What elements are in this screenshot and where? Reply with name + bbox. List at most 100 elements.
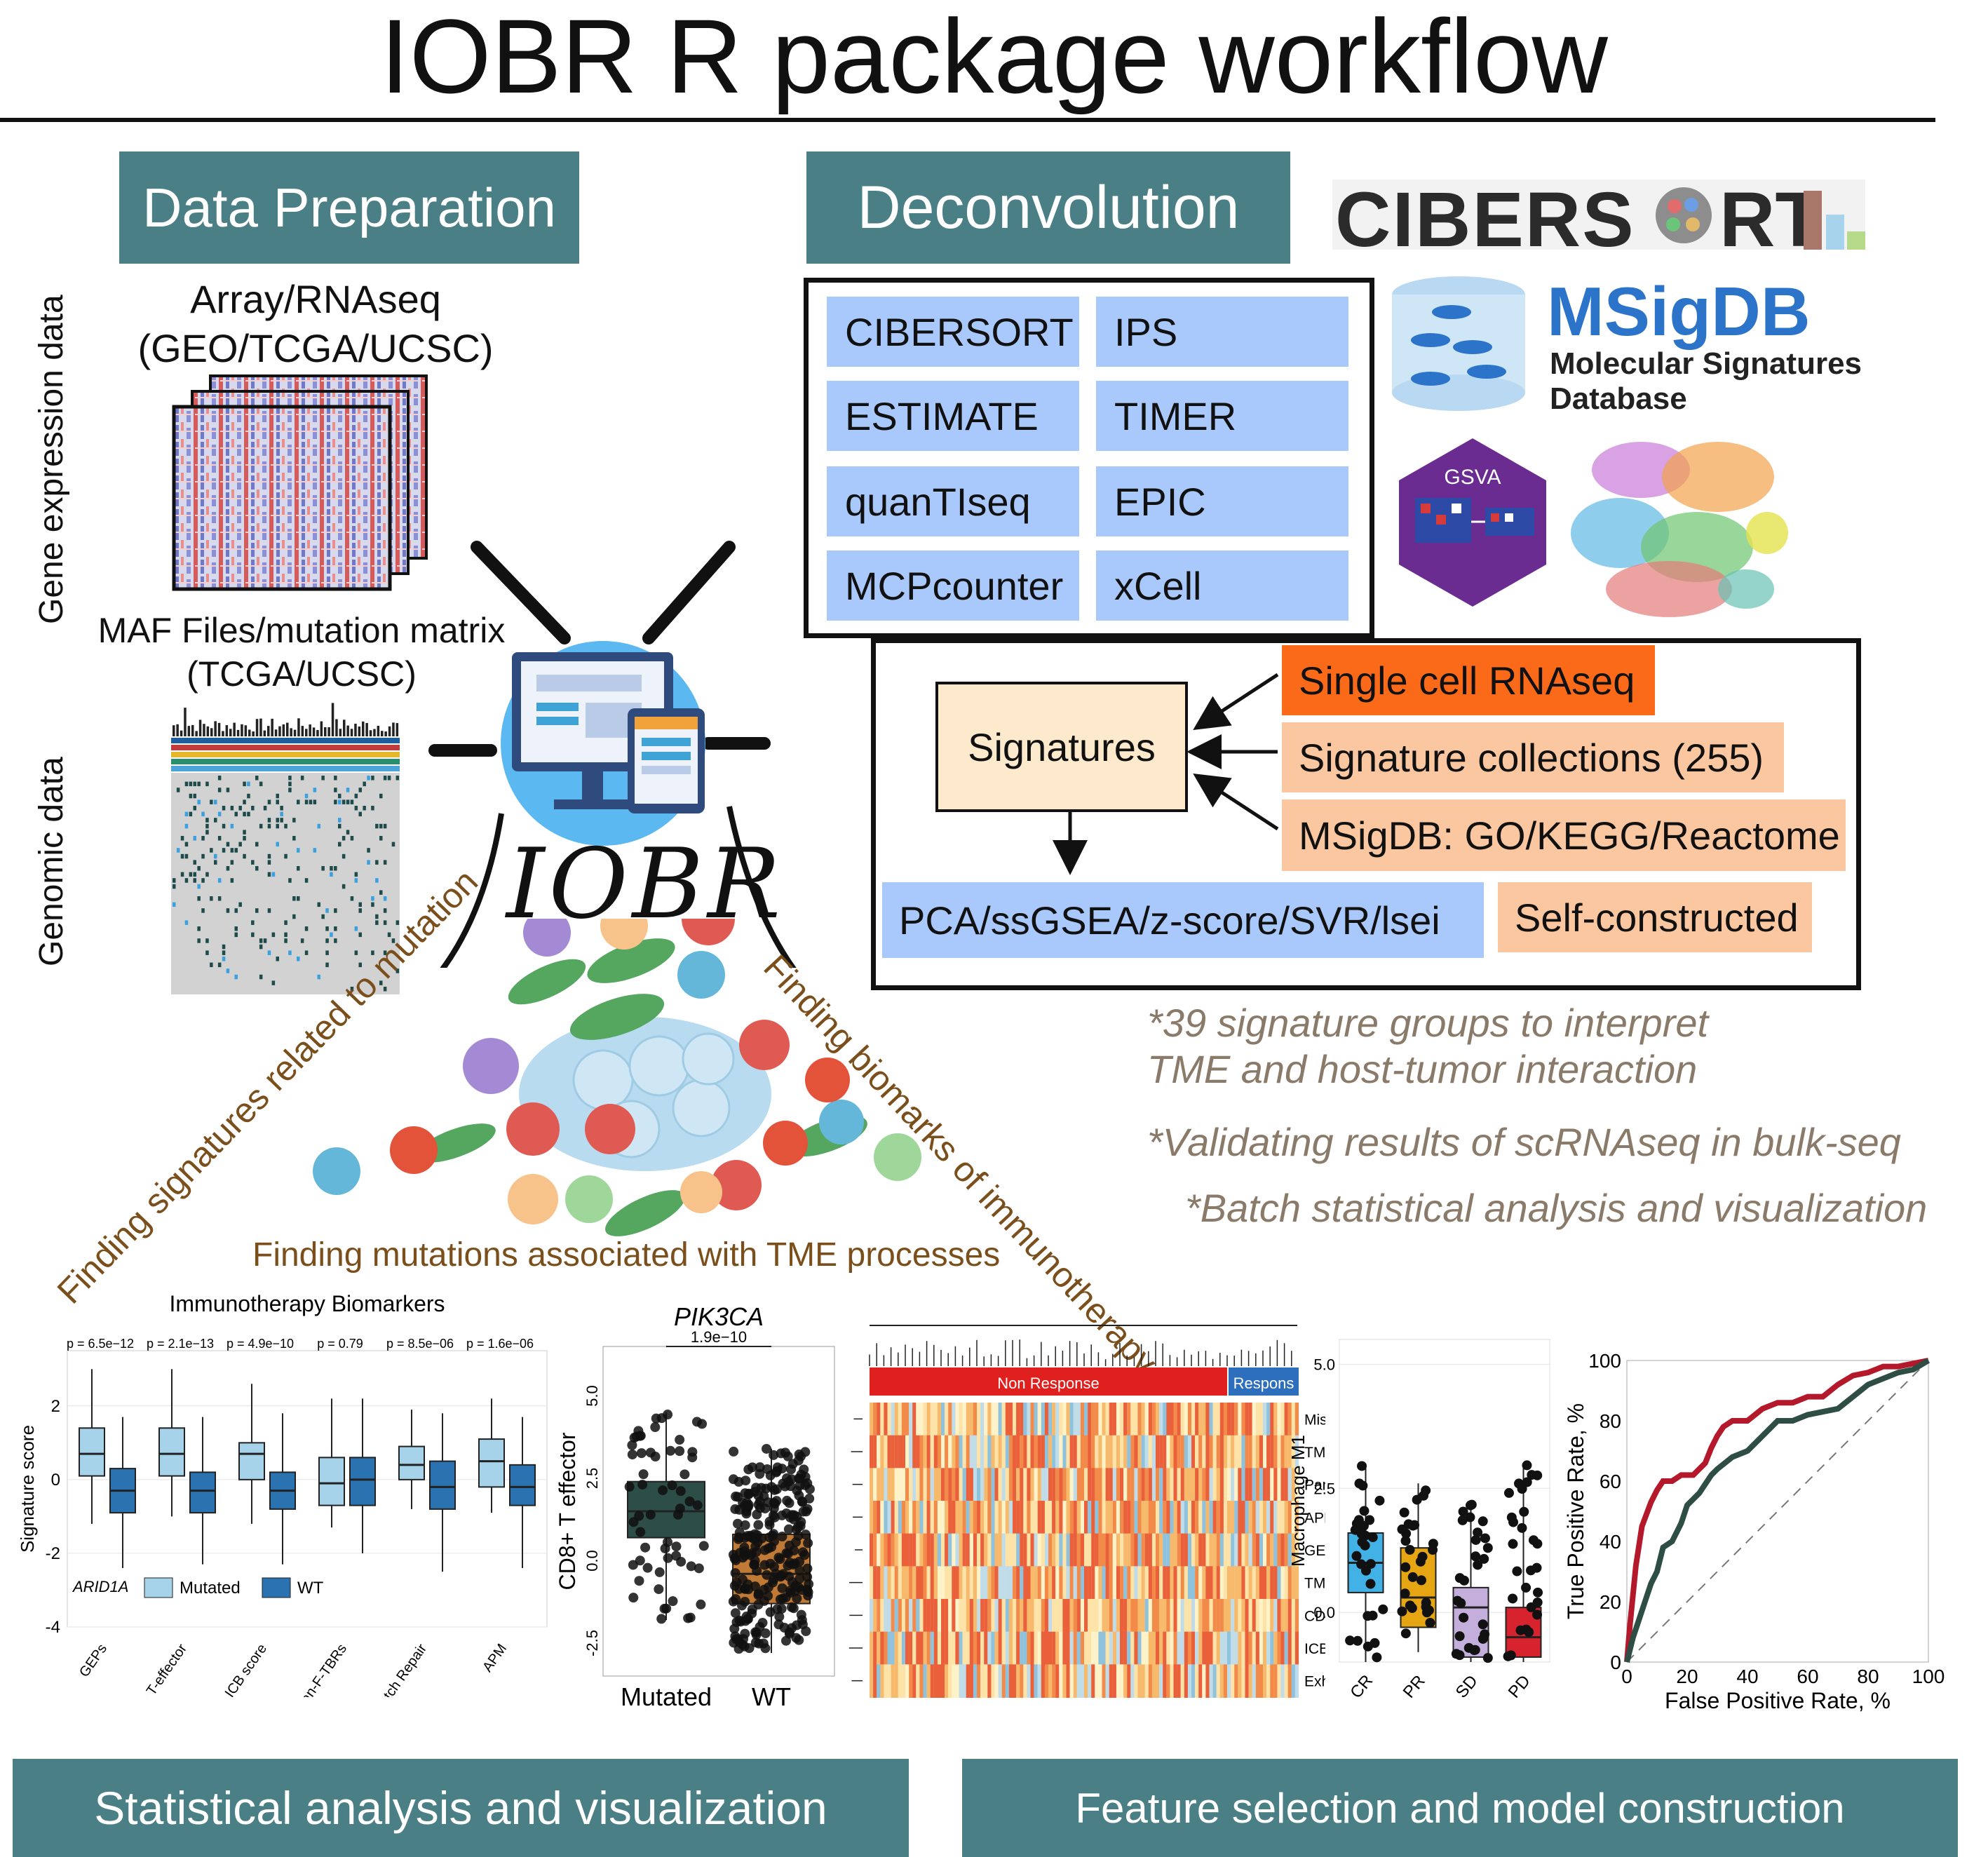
data-point [628,1593,639,1603]
heatmap-cell [884,1599,888,1633]
heatmap-cell [1202,1501,1206,1534]
heatmap-cell [1263,1533,1267,1567]
heatmap-cell [1127,1664,1131,1698]
heatmap-cell [1020,1599,1024,1633]
heatmap-cell [1116,1566,1121,1600]
heatmap-cell [933,1435,938,1469]
heatmap-cell [1212,1501,1217,1534]
heatmap-cell [891,1403,895,1436]
heatmap-cell [1059,1664,1063,1698]
heatmap-cell [1069,1599,1074,1633]
heatmap-cell [1109,1566,1113,1600]
heatmap-cell [1013,1501,1017,1534]
heatmap-cell [1098,1599,1102,1633]
heatmap-cell [916,1468,920,1501]
heatmap-cell [1291,1501,1295,1534]
heatmap-cell [1084,1566,1088,1600]
data-point [737,1600,748,1611]
data-point [627,1440,637,1450]
heatmap-cell [1277,1501,1281,1534]
heatmap-cell [969,1566,973,1600]
heatmap-cell [1134,1501,1138,1534]
heatmap-cell [1234,1403,1238,1436]
heatmap-cell [1144,1435,1149,1469]
roc-curve-2 [1624,1358,1930,1663]
heatmap-cell [909,1631,913,1666]
data-point [803,1538,813,1548]
data-point [654,1584,664,1595]
heatmap-cell [1187,1403,1192,1436]
data-point [769,1450,779,1460]
heatmap-cell [1159,1533,1163,1567]
data-point [661,1603,672,1614]
heatmap-cell [909,1403,913,1436]
heatmap-cell [1091,1566,1095,1600]
heatmap-cell [987,1631,992,1666]
heatmap-cell [1055,1631,1060,1666]
heatmap-cell [1156,1566,1160,1600]
data-point [660,1544,670,1554]
heatmap-cell [1252,1501,1256,1534]
mutation-bar [316,729,319,736]
heatmap-cell [1055,1599,1060,1633]
dendritic-cell [523,919,571,957]
data-point [1365,1559,1376,1569]
mutation-cell [338,842,342,847]
heatmap-cell [1048,1435,1053,1469]
mutation-bar [203,724,205,736]
heatmap-cell [948,1435,952,1469]
heatmap-cell [1205,1599,1210,1633]
heatmap-cell [894,1664,898,1698]
mutation-bar [225,725,229,736]
mutation-cell [280,818,283,823]
heatmap-cell [952,1468,956,1501]
mutation-cell [214,860,217,865]
data-point [794,1473,805,1484]
heatmap-cell [884,1501,888,1534]
heatmap-cell [1223,1533,1228,1567]
heatmap-cell [1034,1631,1038,1666]
mutation-cell [383,908,387,913]
heatmap-cell [1137,1468,1142,1501]
heatmap-cell [873,1435,877,1469]
computer-icon [512,652,705,813]
heatmap-cell [948,1664,952,1698]
data-point [1470,1645,1480,1655]
mutation-bar [343,720,346,736]
mutation-cell [375,914,379,919]
heatmap-cell [877,1599,881,1633]
mutation-cell [334,776,337,781]
mutation-cell [284,938,288,943]
p-value-label: p = 0.79 [317,1337,363,1351]
note-line-2: TME and host-tumor interaction [1147,1047,1698,1091]
b-cell [682,919,735,945]
cibersort-logo-text-a: CIBERS [1335,177,1635,263]
mutation-cell [358,932,362,938]
heatmap-cell [1187,1664,1192,1698]
heatmap-cell [1041,1599,1045,1633]
heatmap-cell [1205,1403,1210,1436]
heatmap-cell [1030,1533,1034,1567]
mutation-cell [325,926,329,931]
heatmap-cell [870,1435,874,1469]
heatmap-cell [945,1435,949,1469]
heatmap-cell [1127,1403,1131,1436]
heatmap-cell [1062,1403,1067,1436]
heatmap-cell [1037,1501,1041,1534]
heatmap-cell [1066,1664,1070,1698]
mutation-cell [342,884,346,889]
mutation-cell [280,806,283,811]
heatmap-cell [1187,1533,1192,1567]
heatmap-cell [1277,1403,1281,1436]
heatmap-cell [877,1631,881,1666]
heatmap-cell [1159,1599,1163,1633]
heatmap-cell [987,1468,992,1501]
data-point [1452,1595,1463,1606]
heatmap-cell [941,1664,945,1698]
heatmap-cell [1080,1533,1085,1567]
heatmap-cell [1187,1599,1192,1633]
heatmap-cell [905,1468,910,1501]
heatmap-cell [1076,1599,1081,1633]
group-label: Non Response [997,1375,1100,1392]
heatmap-cell [973,1468,978,1501]
